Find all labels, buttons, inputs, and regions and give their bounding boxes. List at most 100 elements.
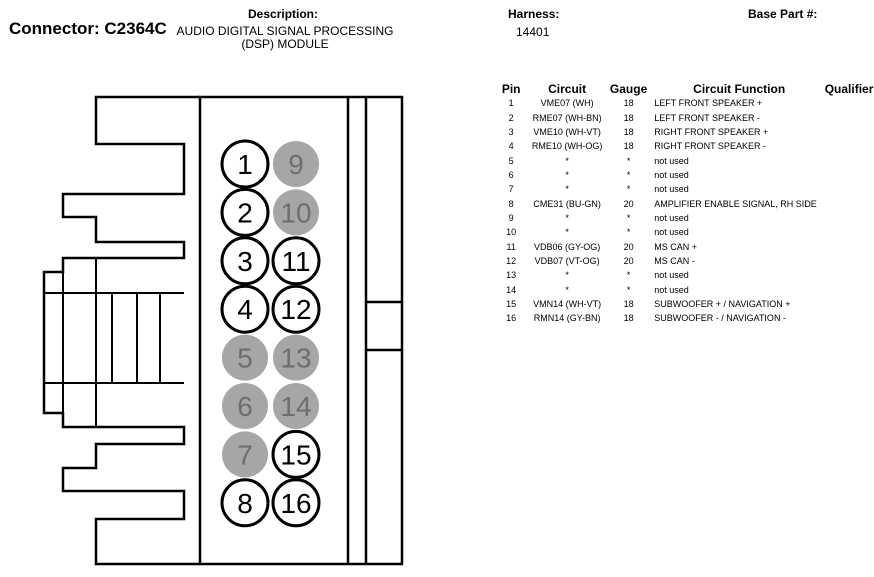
- function-cell: not used: [654, 227, 689, 238]
- col-header-function: Circuit Function: [693, 82, 786, 96]
- pin-cavity-circle: [222, 431, 268, 478]
- circuit-cell: *: [565, 184, 569, 195]
- pin-cell: 13: [506, 270, 517, 281]
- function-cell: MS CAN +: [654, 241, 698, 252]
- gauge-cell: *: [626, 284, 631, 295]
- pin-cell: 11: [506, 241, 516, 252]
- pin-number: 15: [280, 439, 311, 470]
- circuit-cell: VDB06 (GY-OG): [534, 241, 601, 252]
- pin-cell: 3: [508, 126, 514, 137]
- harness-number: 14401: [516, 25, 550, 39]
- pin-cavity-circle: [273, 383, 319, 429]
- col-header-qualifier: Qualifier: [824, 82, 874, 96]
- connector-title: Connector: C2364C: [9, 19, 167, 38]
- pin-cavity-circle: [220, 478, 270, 528]
- harness-label: Harness:: [508, 7, 560, 21]
- qualifier-cell: [824, 168, 874, 182]
- col-header-pin: Pin: [501, 82, 521, 96]
- gauge-cell: 20: [623, 255, 634, 266]
- base-part-label: Base Part #:: [748, 7, 818, 21]
- pin-cell: 5: [508, 155, 514, 166]
- pin-number: 4: [237, 294, 253, 325]
- function-cell: LEFT FRONT SPEAKER -: [654, 112, 760, 123]
- function-cell: LEFT FRONT SPEAKER +: [654, 98, 763, 109]
- pin-cavity-circle: [273, 141, 319, 187]
- pin-cavity-circle: [220, 284, 270, 334]
- pin-cell: 14: [506, 284, 517, 295]
- gauge-cell: *: [626, 155, 631, 166]
- pin-number: 10: [280, 197, 311, 228]
- pin-cell: 8: [508, 198, 514, 209]
- function-cell: not used: [654, 184, 689, 195]
- qualifier-cell: [824, 139, 874, 153]
- circuit-cell: *: [565, 270, 569, 281]
- pin-4: 4: [220, 284, 270, 334]
- circuit-cell: *: [565, 284, 569, 295]
- description-label: Description:: [248, 7, 319, 21]
- circuit-cell: RMN14 (GY-BN): [533, 313, 601, 324]
- pin-cavity-circle: [271, 429, 321, 479]
- gauge-cell: 18: [623, 112, 634, 123]
- gauge-cell: *: [626, 169, 631, 180]
- pin-cavity-circle: [273, 334, 319, 381]
- circuit-cell: RME07 (WH-BN): [532, 112, 602, 123]
- pin-8: 8: [220, 478, 270, 528]
- function-cell: not used: [654, 169, 689, 180]
- gauge-cell: 18: [623, 126, 634, 137]
- pin-cavity-circle: [273, 189, 319, 236]
- function-cell: not used: [654, 155, 689, 166]
- table-row: 7**not used: [498, 182, 874, 196]
- qualifier-cell: [824, 125, 874, 139]
- pin-number: 1: [237, 149, 253, 180]
- connector-housing: [42, 95, 404, 566]
- pin-cell: 6: [508, 169, 514, 180]
- qualifier-cell: [824, 282, 874, 296]
- table-row: 5 * * not used: [498, 153, 874, 167]
- pin-cell: 10: [506, 227, 517, 238]
- table-row: 9**not used: [498, 211, 874, 225]
- gauge-cell: 20: [623, 198, 634, 209]
- qualifier-cell: [824, 297, 874, 311]
- circuit-cell: VDB07 (VT-OG): [534, 255, 600, 266]
- pin-16: 16: [271, 478, 321, 528]
- function-cell: RIGHT FRONT SPEAKER -: [654, 141, 766, 152]
- col-header-gauge: Gauge: [609, 82, 648, 96]
- pin-14: 14: [273, 383, 319, 429]
- description-text: AUDIO DIGITAL SIGNAL PROCESSING (DSP) MO…: [176, 24, 394, 51]
- pin-number: 12: [280, 294, 311, 325]
- function-cell: RIGHT FRONT SPEAKER +: [654, 126, 769, 137]
- pin-number: 16: [280, 488, 311, 519]
- pin-cavity-circle: [271, 236, 321, 286]
- pin-1: 1: [220, 139, 270, 189]
- pin-11: 11: [271, 236, 321, 286]
- pin-7: 7: [222, 431, 268, 478]
- pin-number: 8: [237, 488, 253, 519]
- pin-cell: 4: [508, 141, 514, 152]
- pin-cavity-circle: [222, 334, 268, 381]
- pin-cell: 16: [506, 313, 517, 324]
- pin-9: 9: [273, 141, 319, 187]
- pin-number: 3: [237, 246, 253, 277]
- pin-number: 13: [280, 343, 311, 374]
- circuit-cell: *: [565, 169, 569, 180]
- pin-cell: 7: [508, 184, 514, 195]
- function-cell: AMPLIFIER ENABLE SIGNAL, RH SIDE: [654, 198, 817, 209]
- pin-cell: 2: [508, 112, 514, 123]
- table-row: 13**not used: [498, 268, 874, 282]
- pin-13: 13: [273, 334, 319, 381]
- function-cell: MS CAN -: [654, 255, 695, 266]
- circuit-cell: *: [565, 155, 569, 166]
- pin-cavity-circle: [271, 284, 321, 334]
- pin-cell: 12: [506, 255, 517, 266]
- circuit-cell: CME31 (BU-GN): [533, 198, 601, 209]
- qualifier-cell: [824, 196, 874, 210]
- qualifier-cell: [824, 239, 874, 253]
- gauge-cell: *: [626, 212, 631, 223]
- table-row: 6 * * not used: [498, 168, 874, 182]
- pin-15: 15: [271, 429, 321, 479]
